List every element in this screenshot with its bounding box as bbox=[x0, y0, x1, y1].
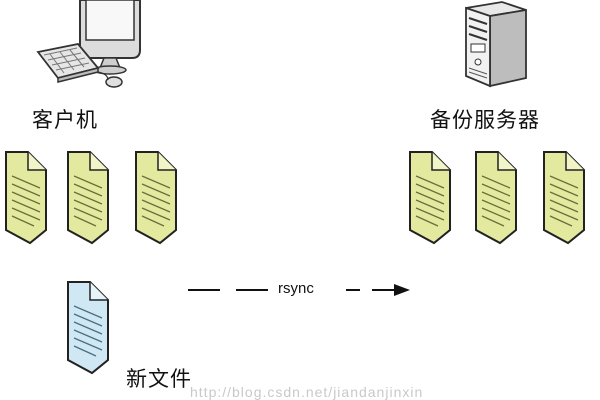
client-document-icon bbox=[135, 151, 177, 245]
watermark-text: http://blog.csdn.net/jiandanjinxin bbox=[190, 384, 424, 400]
server-document-icon bbox=[409, 151, 451, 245]
desktop-computer-icon bbox=[36, 0, 141, 88]
server-document-icon bbox=[543, 151, 585, 245]
new-document-icon bbox=[67, 281, 109, 375]
tower-server-icon bbox=[465, 1, 527, 88]
server-label: 备份服务器 bbox=[430, 108, 540, 132]
rsync-label: rsync bbox=[276, 280, 316, 297]
new-file-label: 新文件 bbox=[126, 367, 192, 391]
client-document-icon bbox=[67, 151, 109, 245]
client-label: 客户机 bbox=[32, 108, 98, 132]
client-document-icon bbox=[5, 151, 47, 245]
server-document-icon bbox=[475, 151, 517, 245]
rsync-arrow bbox=[188, 284, 410, 296]
